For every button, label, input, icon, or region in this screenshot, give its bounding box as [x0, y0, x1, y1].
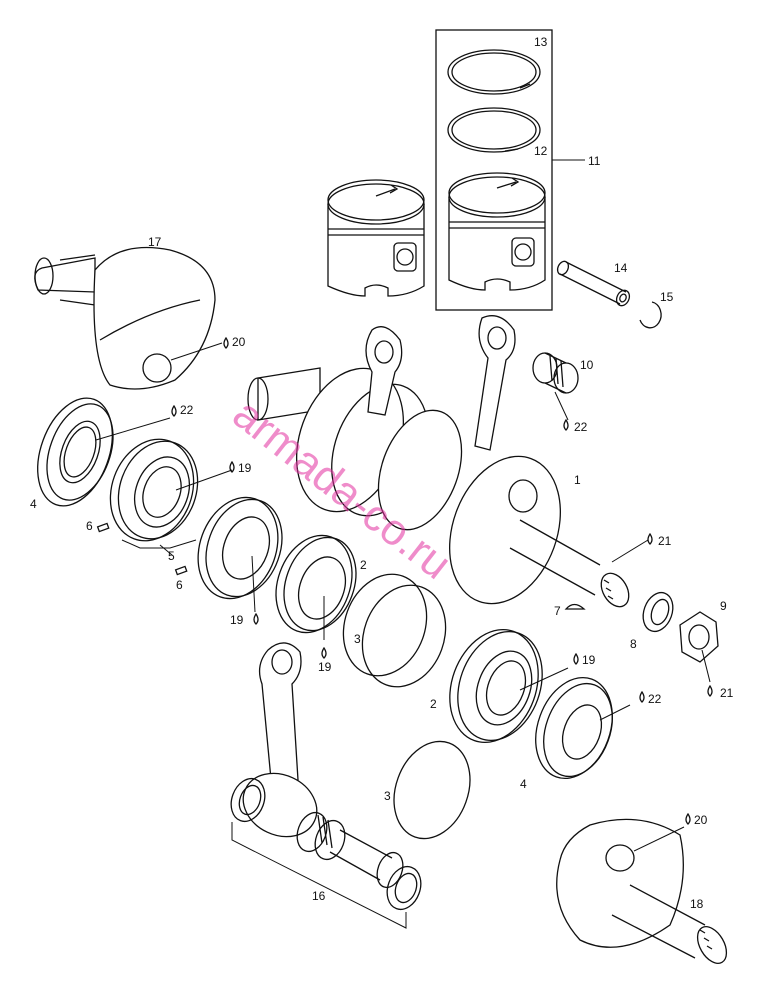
- callout-20: 20: [694, 813, 708, 827]
- callout-8: 8: [630, 637, 637, 651]
- oil-seal-right: [535, 676, 631, 780]
- callout-labels: 1 2 2 3 3 4 4 5 6 6 7 8 9 10 11 12 13 14…: [30, 35, 734, 911]
- retaining-ring-lower: [393, 740, 471, 840]
- small-end-needle-bearing: [532, 352, 579, 394]
- callout-19: 19: [582, 653, 596, 667]
- callout-12: 12: [534, 144, 548, 158]
- callout-3: 3: [354, 632, 361, 646]
- crankshaft-assembly: [247, 315, 649, 608]
- callout-19: 19: [230, 613, 244, 627]
- callout-22: 22: [180, 403, 194, 417]
- ball-bearing-left: [109, 438, 233, 549]
- oil-seal-left: [37, 397, 171, 507]
- crank-half-right: [556, 818, 728, 964]
- callout-22: 22: [648, 692, 662, 706]
- ball-bearing-right: [449, 628, 569, 744]
- callout-22: 22: [574, 420, 588, 434]
- oil-drop-icons: [171, 336, 713, 825]
- callout-11: 11: [588, 154, 601, 168]
- callout-2: 2: [360, 558, 367, 572]
- callout-9: 9: [720, 599, 727, 613]
- piston-ring-top: [447, 49, 541, 95]
- callout-19: 19: [318, 660, 332, 674]
- callout-14: 14: [614, 261, 628, 275]
- callout-7: 7: [554, 604, 561, 618]
- callout-17: 17: [148, 235, 162, 249]
- crank-half-left: [34, 246, 223, 390]
- con-rod-kit: [230, 642, 422, 929]
- callout-5: 5: [168, 549, 175, 563]
- callout-21: 21: [658, 534, 672, 548]
- callout-13: 13: [534, 35, 548, 49]
- ball-bearing-middle: [275, 534, 357, 640]
- callout-4: 4: [520, 777, 527, 791]
- callout-1: 1: [574, 473, 581, 487]
- lock-washer: [642, 591, 674, 633]
- callout-2: 2: [430, 697, 437, 711]
- piston-right: [448, 172, 546, 291]
- callout-21: 21: [720, 686, 734, 700]
- callout-3: 3: [384, 789, 391, 803]
- woodruff-key: [564, 603, 586, 610]
- callout-18: 18: [690, 897, 704, 911]
- callout-20: 20: [232, 335, 246, 349]
- callout-6: 6: [86, 519, 93, 533]
- ball-bearing-middle-left: [197, 496, 283, 613]
- callout-19: 19: [238, 461, 252, 475]
- callout-10: 10: [580, 358, 594, 372]
- callout-6: 6: [176, 578, 183, 592]
- callout-15: 15: [660, 290, 674, 304]
- piston-ring-second: [447, 107, 541, 153]
- piston-pin: [556, 260, 631, 307]
- retaining-ring-upper: [342, 573, 447, 688]
- leader-lines: [159, 391, 569, 556]
- piston-left: [327, 179, 425, 297]
- crankshaft-nut: [679, 611, 719, 683]
- piston-pin-clip: [639, 301, 662, 329]
- dowel-pins: [96, 522, 188, 576]
- piston-kit-frame: [435, 29, 585, 311]
- callout-4: 4: [30, 497, 37, 511]
- callout-16: 16: [312, 889, 326, 903]
